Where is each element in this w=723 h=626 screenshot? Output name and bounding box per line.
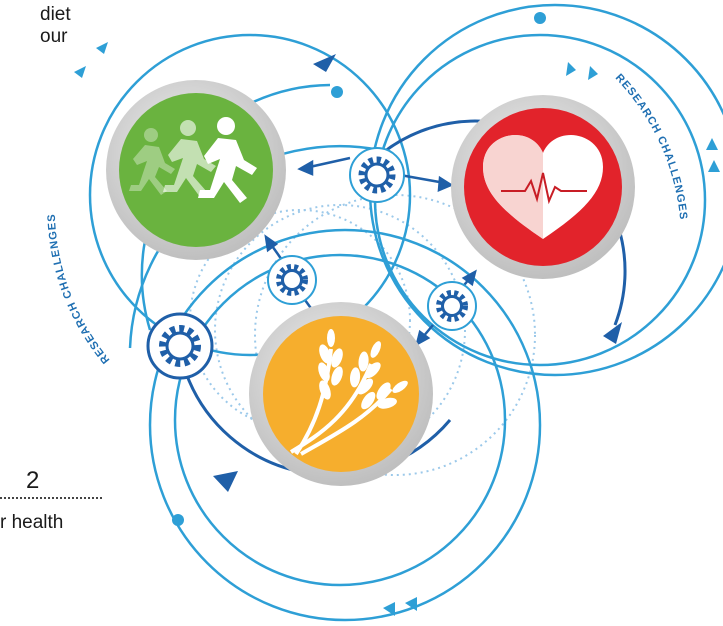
gear-icon [427, 281, 477, 331]
gear-icon [146, 312, 214, 380]
gear-icon [267, 255, 317, 305]
ring-top-left [88, 33, 412, 357]
physical-activity-node [106, 80, 286, 260]
ring-dots [172, 12, 546, 526]
running-people-icon [129, 117, 257, 203]
ring-label-left: RESEARCH CHALLENGES [46, 213, 112, 366]
ring-bottom [173, 253, 507, 587]
text-fragment-number: 2 [26, 467, 40, 494]
text-fragment-our: our [40, 26, 68, 47]
gear-icon [349, 147, 405, 203]
nutrition-node [249, 302, 433, 486]
dotted-circles [189, 194, 536, 476]
text-fragment-diet: diet [40, 4, 71, 25]
heart-pulse-icon [483, 135, 603, 239]
ring-arrows [213, 54, 622, 492]
cardiovascular-health-node [451, 95, 635, 279]
ring-label-left-text: RESEARCH CHALLENGES [46, 213, 111, 366]
dotted-rule [0, 497, 102, 499]
wheat-icon [289, 329, 408, 456]
ring-chevrons [74, 42, 720, 616]
ring-bottom-outer [148, 228, 542, 622]
text-fragment-health: r health [0, 512, 64, 533]
